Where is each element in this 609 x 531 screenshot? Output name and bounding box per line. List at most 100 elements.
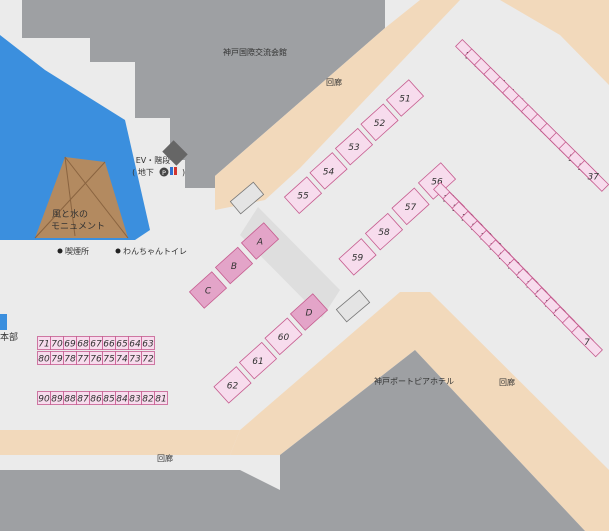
booth-number: 79 [51, 355, 63, 365]
booth-number: D [306, 309, 313, 319]
monument: 風と水の モニュメント [34, 156, 129, 239]
booth-75[interactable]: 75 [102, 351, 116, 365]
booth-58[interactable]: 58 [364, 212, 404, 251]
booth-number: C [205, 287, 212, 297]
booth-73[interactable]: 73 [128, 351, 142, 365]
booth-82[interactable]: 82 [141, 391, 155, 405]
booth-59[interactable]: 59 [338, 238, 377, 276]
booth-57[interactable]: 57 [391, 187, 430, 226]
booth-54[interactable]: 54 [309, 152, 348, 190]
booth-number: 85 [103, 395, 115, 405]
booth-number: 51 [399, 95, 410, 105]
corridor-band-top [215, 0, 460, 210]
booth-90[interactable]: 90 [37, 391, 51, 405]
booth-number: 37 [587, 172, 599, 182]
corridor-band-lower [230, 292, 609, 531]
booth-number: 82 [142, 395, 154, 405]
dog-toilet-marker: わんちゃんトイレ [115, 247, 187, 256]
booth-69[interactable]: 69 [63, 336, 77, 350]
basement-close-paren: ) [182, 168, 185, 177]
booth-number: 73 [129, 355, 141, 365]
booth-78[interactable]: 78 [63, 351, 77, 365]
booth-number: 62 [227, 381, 239, 391]
booth-79[interactable]: 79 [50, 351, 64, 365]
booth-87[interactable]: 87 [76, 391, 90, 405]
smoking-area-marker: 喫煙所 [57, 246, 89, 256]
booth-number: 90 [38, 395, 50, 405]
booth-65[interactable]: 65 [115, 336, 129, 350]
booth-51[interactable]: 51 [385, 79, 425, 117]
booth-84[interactable]: 84 [115, 391, 129, 405]
booth-61[interactable]: 61 [238, 341, 278, 380]
ev-stairs-label: EV・階段 [136, 155, 171, 165]
booth-number: 55 [297, 192, 309, 202]
booth-85[interactable]: 85 [102, 391, 116, 405]
corridor-band-right [480, 0, 609, 85]
booth-81[interactable]: 81 [154, 391, 168, 405]
booth-number: 57 [405, 203, 417, 213]
booth-number: A [256, 238, 263, 248]
booth-72[interactable]: 72 [141, 351, 155, 365]
booth-86[interactable]: 86 [89, 391, 103, 405]
booth-number: 78 [64, 355, 76, 365]
booth-number: 52 [374, 119, 386, 129]
booth-number: 70 [51, 340, 63, 350]
booth-number: 66 [103, 340, 115, 350]
booth-52[interactable]: 52 [360, 103, 399, 142]
booth-number: 56 [431, 178, 443, 188]
corridor-right-label: 回廊 [499, 377, 515, 387]
booth-66[interactable]: 66 [102, 336, 116, 350]
booth-71[interactable]: 71 [37, 336, 51, 350]
booth-62[interactable]: 62 [213, 366, 252, 404]
booth-number: 77 [77, 355, 89, 365]
booth-80[interactable]: 80 [37, 351, 51, 365]
booth-60[interactable]: 60 [264, 317, 303, 356]
svg-text:わんちゃんトイレ: わんちゃんトイレ [123, 247, 187, 256]
booth-number: 88 [64, 395, 76, 405]
booth-D[interactable]: D [289, 293, 329, 331]
booth-C[interactable]: C [188, 271, 228, 309]
booth-76[interactable]: 76 [89, 351, 103, 365]
booth-7[interactable]: 7 [570, 325, 603, 358]
svg-text:喫煙所: 喫煙所 [65, 246, 89, 256]
booth-number: 7 [584, 338, 590, 348]
restroom-icon [170, 167, 177, 175]
booth-number: 64 [129, 340, 141, 350]
booth-77[interactable]: 77 [76, 351, 90, 365]
booth-64[interactable]: 64 [128, 336, 142, 350]
booth-number: 86 [90, 395, 102, 405]
booth-layer: 515253545556575859D606162ABC504948474645… [37, 39, 609, 405]
booth-63[interactable]: 63 [141, 336, 155, 350]
booth-55[interactable]: 55 [283, 176, 323, 214]
booth-number: 59 [352, 253, 364, 263]
booth-88[interactable]: 88 [63, 391, 77, 405]
booth-number: 67 [90, 340, 102, 350]
booth-number: 68 [77, 340, 89, 350]
booth-A[interactable]: A [240, 222, 280, 260]
booth-67[interactable]: 67 [89, 336, 103, 350]
monument-label-1: 風と水の [52, 208, 88, 220]
kobe-international-building [22, 0, 385, 188]
booth-number: 54 [323, 167, 335, 177]
booth-53[interactable]: 53 [334, 127, 374, 166]
kobe-portopia-hotel-label: 神戸ポートピアホテル [374, 376, 454, 386]
booth-number: 65 [116, 340, 128, 350]
hq-label: 本部 [0, 331, 18, 343]
booth-83[interactable]: 83 [128, 391, 142, 405]
kobe-portopia-hotel-building [280, 350, 585, 531]
booth-number: 75 [103, 355, 115, 365]
booth-number: 83 [129, 395, 141, 405]
corridor-bottom-label: 回廊 [157, 453, 173, 463]
left-edge-water-marker [0, 314, 7, 330]
booth-number: 84 [116, 395, 128, 405]
booth-74[interactable]: 74 [115, 351, 129, 365]
booth-89[interactable]: 89 [50, 391, 64, 405]
parking-icon: P [159, 167, 169, 177]
booth-68[interactable]: 68 [76, 336, 90, 350]
booth-number: 58 [378, 228, 390, 238]
corridor-band-bottom-left [0, 430, 240, 455]
booth-70[interactable]: 70 [50, 336, 64, 350]
booth-number: 69 [64, 340, 76, 350]
booth-37[interactable]: 37 [575, 159, 609, 194]
booth-B[interactable]: B [214, 246, 254, 285]
